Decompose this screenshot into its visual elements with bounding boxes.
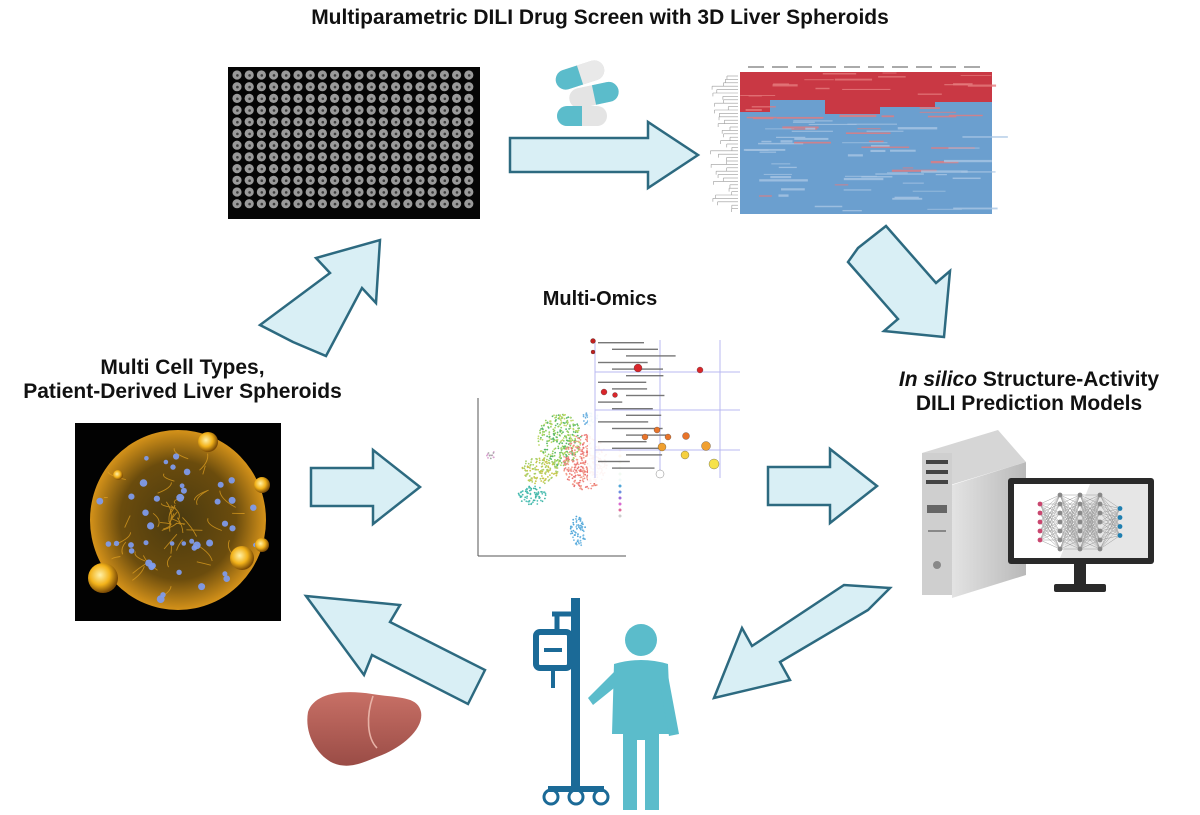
multi-omics-label: Multi-Omics: [542, 288, 658, 310]
heatmap-image: [710, 66, 1008, 214]
arrow-heatmap-to-models: [846, 224, 952, 339]
cell-types-label-line2: Patient-Derived Liver Spheroids: [23, 380, 342, 404]
in-silico-label-line2: DILI Prediction Models: [915, 392, 1143, 416]
capsule-icon: [555, 60, 619, 126]
cell-types-label: Multi Cell Types, Patient-Derived Liver …: [0, 356, 365, 404]
spheroid-microscopy-image: [75, 423, 281, 621]
diagram-title: Multiparametric DILI Drug Screen with 3D…: [311, 6, 889, 29]
arrow-plate-to-heatmap: [508, 119, 701, 191]
in-silico-italic: In silico: [898, 368, 978, 391]
cell-types-label-line1: Multi Cell Types,: [100, 356, 265, 379]
arrow-models-to-patient: [711, 583, 893, 700]
arrow-cells-to-omics: [309, 447, 423, 527]
iv-drip-icon: [533, 598, 610, 806]
in-silico-rest: Structure-Activity: [977, 368, 1160, 391]
in-silico-label: In silico Structure-Activity DILI Predic…: [858, 368, 1200, 416]
neural-network-icon: [1037, 492, 1123, 552]
arrow-patient-to-cells: [303, 594, 487, 706]
arrow-omics-to-models: [766, 446, 880, 526]
patient-icon: [588, 624, 679, 810]
liver-icon: [307, 692, 422, 766]
spheroid-plate-image: [228, 67, 480, 219]
arrow-cells-to-plate: [257, 238, 382, 358]
computer-tower-icon: [922, 430, 1026, 598]
pathway-enrichment-plot-image: [588, 333, 743, 483]
